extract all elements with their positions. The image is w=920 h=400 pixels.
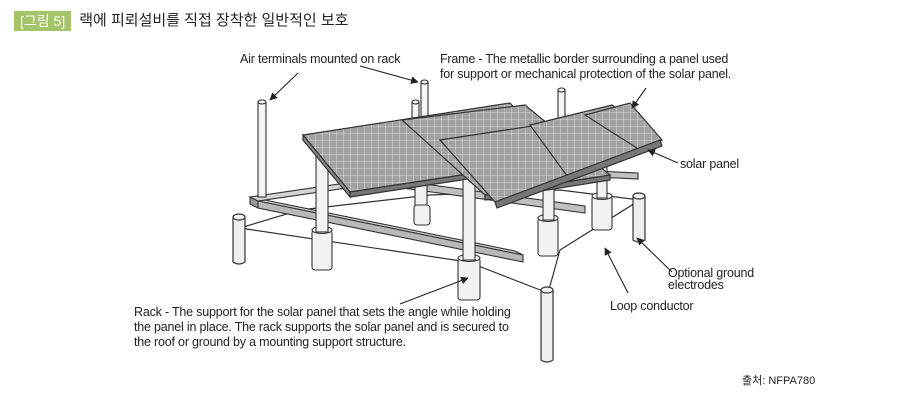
label-rack: Rack - The support for the solar panel t… [134,305,511,349]
annotation-arrows [269,65,679,305]
label-optional-ground-electrodes: Optional ground electrodes [668,266,754,292]
source-credit: 출처: NFPA780 [742,375,816,387]
rack-post [311,149,333,271]
figure-number-badge: [그림 5] [14,11,72,31]
ground-electrode [632,192,646,243]
rack-post [537,169,559,257]
label-solar-panel: solar panel [680,157,739,171]
figure-header: [그림 5] 랙에 피뢰설비를 직접 장착한 일반적인 보호 [14,10,348,32]
ground-electrode [540,286,554,363]
label-air-terminals: Air terminals mounted on rack [240,52,401,66]
figure-title: 랙에 피뢰설비를 직접 장착한 일반적인 보호 [79,12,349,29]
solar-panel-right [438,102,663,209]
air-terminal [257,99,267,198]
label-frame: Frame - The metallic border surrounding … [440,52,732,81]
ground-electrode [232,213,246,265]
label-loop-conductor: Loop conductor [610,299,694,313]
